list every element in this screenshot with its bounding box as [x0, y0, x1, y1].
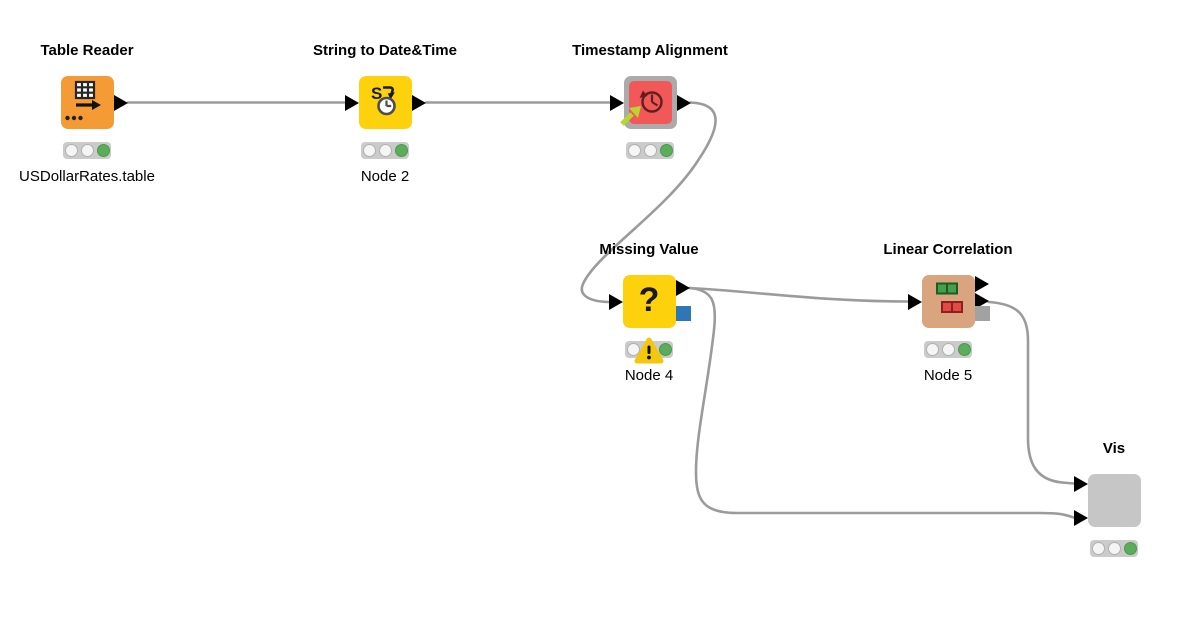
status-light-yellow	[80, 144, 94, 157]
status-light-red	[627, 144, 641, 157]
node-title: Missing Value	[599, 241, 699, 258]
status-light-green	[658, 343, 672, 356]
node-vis[interactable]: Vis	[1029, 440, 1199, 557]
input-port[interactable]	[608, 294, 623, 310]
node-title: Linear Correlation	[883, 241, 1013, 258]
input-port[interactable]	[344, 94, 359, 111]
node-timestamp-alignment[interactable]: Timestamp Alignment	[565, 42, 735, 159]
table-reader-node-body[interactable]	[60, 76, 128, 129]
node-label: Node 5	[923, 367, 973, 384]
node-title: Vis	[1102, 440, 1126, 457]
status-traffic-light	[63, 142, 111, 159]
connection-missing-to-vis[interactable]	[688, 286, 1075, 519]
status-traffic-light	[625, 337, 673, 364]
missing-value-node-body[interactable]: ?	[608, 275, 691, 328]
status-traffic-light	[626, 142, 674, 159]
input-port[interactable]	[609, 94, 624, 111]
node-string-to-datetime[interactable]: String to Date&Time S Node 2	[300, 42, 470, 185]
status-light-yellow	[941, 343, 955, 356]
status-traffic-light	[1090, 540, 1138, 557]
status-light-red	[1091, 542, 1105, 555]
node-linear-correlation[interactable]: Linear Correlation Node 5	[863, 241, 1033, 384]
output-port[interactable]	[676, 94, 691, 111]
node-title: Table Reader	[40, 42, 134, 59]
linear-correlation-node-body[interactable]	[907, 275, 990, 328]
question-mark-icon: ?	[638, 281, 660, 319]
component-link-arrow-icon	[619, 106, 641, 126]
status-light-green	[394, 144, 408, 157]
status-traffic-light	[361, 142, 409, 159]
node-label: Node 2	[360, 168, 410, 185]
status-light-green	[96, 144, 110, 157]
output-port[interactable]	[411, 94, 426, 111]
timestamp-alignment-node-body[interactable]	[609, 76, 691, 129]
node-title: Timestamp Alignment	[572, 42, 728, 59]
status-light-green	[659, 144, 673, 157]
component-icon-background	[628, 81, 672, 124]
node-label: Node 4	[624, 367, 674, 384]
node-table-reader[interactable]: Table Reader USDollarRates.table	[2, 42, 172, 185]
output-port[interactable]	[113, 94, 128, 111]
output-port-2[interactable]	[974, 293, 989, 309]
status-light-red	[925, 343, 939, 356]
status-traffic-light	[924, 341, 972, 358]
input-port[interactable]	[907, 294, 922, 310]
status-light-yellow	[1107, 542, 1121, 555]
status-light-yellow	[643, 144, 657, 157]
table-grid-arrow-icon	[64, 80, 101, 121]
input-port-1[interactable]	[1073, 475, 1088, 492]
status-light-red	[64, 144, 78, 157]
warning-icon	[634, 337, 664, 364]
vis-node-body[interactable]	[1073, 474, 1141, 527]
string-to-clock-icon: S	[371, 84, 396, 116]
pmml-output-port[interactable]	[675, 306, 691, 321]
model-output-port[interactable]	[974, 306, 990, 321]
status-light-red	[362, 144, 376, 157]
string-to-datetime-node-body[interactable]: S	[344, 76, 426, 129]
output-port[interactable]	[675, 280, 690, 296]
status-light-green	[957, 343, 971, 356]
correlation-squares-icon	[935, 282, 963, 313]
node-missing-value[interactable]: Missing Value ? Node 4	[564, 241, 734, 384]
svg-text:S: S	[371, 84, 382, 103]
status-light-red	[626, 343, 640, 356]
connection-correlation-to-vis[interactable]	[987, 300, 1075, 485]
clock-history-icon	[639, 90, 663, 113]
status-light-green	[1123, 542, 1137, 555]
output-port-1[interactable]	[974, 276, 989, 292]
connection-timestamp-to-missing[interactable]	[580, 101, 717, 304]
input-port-2[interactable]	[1073, 509, 1088, 526]
node-label: USDollarRates.table	[19, 168, 155, 185]
status-light-yellow	[378, 144, 392, 157]
node-title: String to Date&Time	[313, 42, 457, 59]
connection-missing-to-correlation[interactable]	[688, 286, 909, 303]
